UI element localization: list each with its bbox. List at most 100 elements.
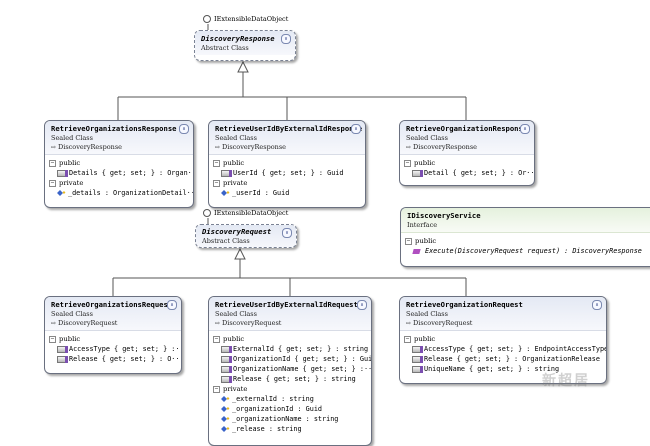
inherits-arrow-icon: ⇨: [51, 320, 57, 327]
class-stereotype: Interface: [407, 221, 438, 229]
collapse-section-icon[interactable]: −: [49, 335, 56, 343]
member-row[interactable]: Release { get; set; } : O···: [57, 355, 181, 363]
section-public[interactable]: −public: [213, 159, 245, 167]
class-name: RetrieveOrganizationsRequest: [51, 300, 173, 309]
property-icon: [221, 365, 232, 373]
property-icon: [412, 355, 423, 363]
base-class: ⇨DiscoveryResponse: [51, 143, 123, 151]
class-stereotype: Sealed Class: [51, 310, 93, 318]
collapse-section-icon[interactable]: −: [405, 237, 412, 245]
field-icon: [221, 416, 227, 422]
member-row[interactable]: ExternalId { get; set; } : string: [221, 345, 368, 353]
lollipop-iextensibledataobject-mid: IExtensibleDataObject: [203, 209, 288, 217]
field-icon: [221, 406, 227, 412]
collapse-section-icon[interactable]: −: [404, 159, 411, 167]
class-stereotype: Sealed Class: [215, 134, 257, 142]
class-retrieve-organization-request[interactable]: RetrieveOrganizationRequest Sealed Class…: [399, 296, 607, 384]
base-class: ⇨DiscoveryRequest: [406, 319, 473, 327]
member-row[interactable]: _organizationId : Guid: [221, 405, 367, 413]
watermark: 新超居: [542, 373, 590, 389]
class-stereotype: Sealed Class: [406, 134, 448, 142]
member-row[interactable]: _details : OrganizationDetail···: [57, 189, 193, 197]
class-name: RetrieveOrganizationsResponse: [51, 124, 177, 133]
member-row[interactable]: UniqueName { get; set; } : string: [412, 365, 602, 373]
member-row[interactable]: OrganizationName { get; set; } :···: [221, 365, 371, 373]
member-row[interactable]: Execute(DiscoveryRequest request) : Disc…: [412, 247, 646, 255]
class-stereotype: Sealed Class: [215, 310, 257, 318]
class-stereotype: Sealed Class: [406, 310, 448, 318]
property-icon: [57, 355, 68, 363]
collapse-toggle-icon[interactable]: ∧: [357, 300, 367, 310]
section-public[interactable]: −public: [404, 159, 436, 167]
member-row[interactable]: OrganizationId { get; set; } : Guid: [221, 355, 371, 363]
collapse-section-icon[interactable]: −: [213, 159, 220, 167]
class-name: DiscoveryResponse: [201, 34, 275, 43]
property-icon: [221, 375, 232, 383]
collapse-toggle-icon[interactable]: ∧: [351, 124, 361, 134]
collapse-section-icon[interactable]: −: [213, 335, 220, 343]
class-discovery-request[interactable]: DiscoveryRequest Abstract Class ∨: [195, 224, 297, 248]
member-row[interactable]: UserId { get; set; } : Guid: [221, 169, 361, 177]
inherits-arrow-icon: ⇨: [51, 144, 57, 151]
lollipop-iextensibledataobject-top: IExtensibleDataObject: [203, 15, 288, 23]
class-stereotype: Abstract Class: [201, 44, 249, 52]
collapse-toggle-icon[interactable]: ∧: [167, 300, 177, 310]
section-public[interactable]: −public: [405, 237, 437, 245]
class-retrieve-organizations-request[interactable]: RetrieveOrganizationsRequest Sealed Clas…: [44, 296, 182, 374]
method-icon: [412, 248, 421, 254]
collapse-section-icon[interactable]: −: [49, 159, 56, 167]
inherits-arrow-icon: ⇨: [406, 320, 412, 327]
section-public[interactable]: −public: [213, 335, 245, 343]
class-name: RetrieveOrganizationResponse: [406, 124, 528, 133]
collapse-section-icon[interactable]: −: [213, 179, 220, 187]
section-public[interactable]: −public: [49, 159, 81, 167]
collapse-toggle-icon[interactable]: ∧: [592, 300, 602, 310]
section-private[interactable]: −private: [49, 179, 84, 187]
collapse-toggle-icon[interactable]: ∧: [179, 124, 189, 134]
member-row[interactable]: _release : string: [221, 425, 367, 433]
class-name: IDiscoveryService: [407, 211, 481, 220]
member-row[interactable]: AccessType { get; set; } : EndpointAcces…: [412, 345, 606, 353]
property-icon: [412, 365, 423, 373]
class-retrieve-organizations-response[interactable]: RetrieveOrganizationsResponse Sealed Cla…: [44, 120, 194, 208]
member-row[interactable]: Details { get; set; } : Organ···: [57, 169, 193, 177]
section-public[interactable]: −public: [49, 335, 81, 343]
collapse-toggle-icon[interactable]: ∧: [520, 124, 530, 134]
member-row[interactable]: AccessType { get; set; } :···: [57, 345, 181, 353]
property-icon: [221, 345, 232, 353]
member-row[interactable]: Release { get; set; } : OrganizationRele…: [412, 355, 602, 363]
class-retrieve-organization-response[interactable]: RetrieveOrganizationResponse Sealed Clas…: [399, 120, 535, 186]
base-class: ⇨DiscoveryRequest: [215, 319, 282, 327]
member-row[interactable]: _externalId : string: [221, 395, 367, 403]
class-retrieve-userid-response[interactable]: RetrieveUserIdByExternalIdResponse Seale…: [208, 120, 366, 208]
interface-lollipop-icon: [203, 15, 211, 23]
field-icon: [57, 190, 63, 196]
collapse-section-icon[interactable]: −: [49, 179, 56, 187]
class-stereotype: Sealed Class: [51, 134, 93, 142]
collapse-toggle-icon[interactable]: ∨: [281, 34, 291, 44]
inherits-arrow-icon: ⇨: [406, 144, 412, 151]
property-icon: [221, 355, 232, 363]
property-icon: [412, 345, 423, 353]
member-row[interactable]: _userId : Guid: [221, 189, 361, 197]
class-discovery-response[interactable]: DiscoveryResponse Abstract Class ∨: [194, 30, 296, 61]
section-private[interactable]: −private: [213, 385, 248, 393]
field-icon: [221, 396, 227, 402]
collapse-section-icon[interactable]: −: [213, 385, 220, 393]
member-row[interactable]: Detail { get; set; } : Or···: [412, 169, 534, 177]
section-private[interactable]: −private: [213, 179, 248, 187]
collapse-section-icon[interactable]: −: [404, 335, 411, 343]
property-icon: [57, 345, 68, 353]
section-public[interactable]: −public: [404, 335, 436, 343]
member-row[interactable]: _organizationName : string: [221, 415, 367, 423]
inherits-arrow-icon: ⇨: [215, 144, 221, 151]
class-retrieve-userid-request[interactable]: RetrieveUserIdByExternalIdRequest Sealed…: [208, 296, 372, 446]
class-name: RetrieveUserIdByExternalIdResponse: [215, 124, 363, 133]
property-icon: [412, 169, 423, 177]
class-name: RetrieveOrganizationRequest: [406, 300, 523, 309]
class-name: DiscoveryRequest: [202, 227, 272, 236]
member-row[interactable]: Release { get; set; } : string: [221, 375, 367, 383]
collapse-toggle-icon[interactable]: ∨: [282, 228, 292, 238]
interface-idiscovery-service[interactable]: IDiscoveryService Interface −public Exec…: [400, 207, 650, 267]
